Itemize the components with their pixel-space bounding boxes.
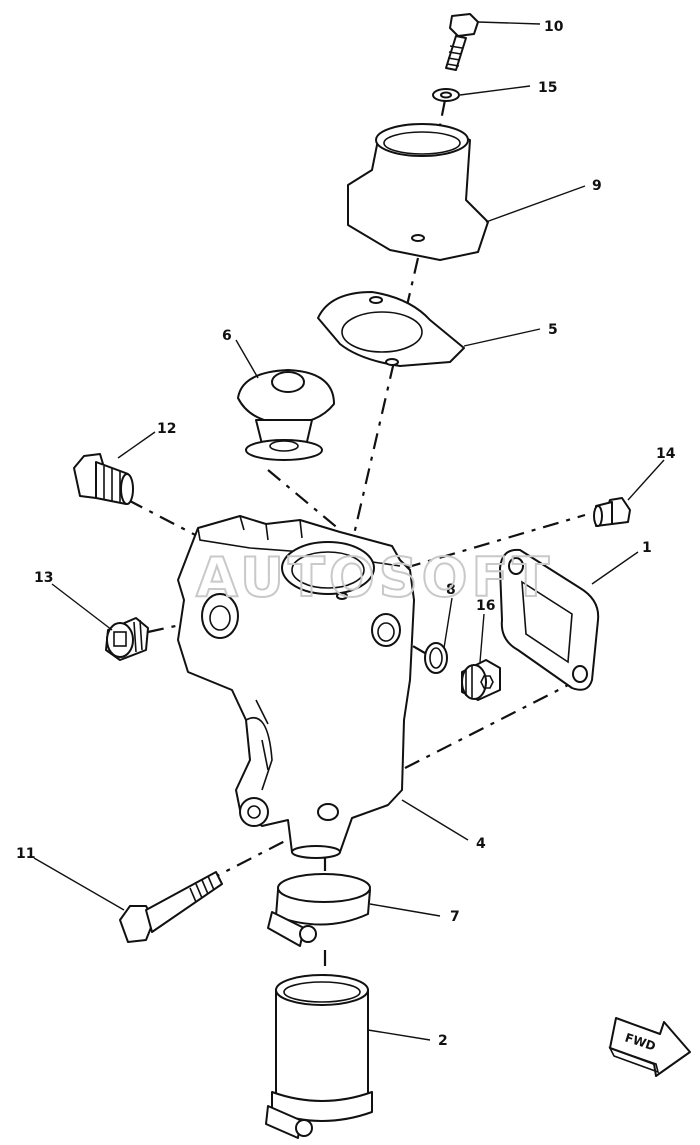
watermark-text: AUTOSOFT bbox=[196, 546, 553, 609]
callout-label: 15 bbox=[538, 80, 557, 96]
housing-part-4 bbox=[177, 515, 415, 859]
hose-clamp-part-7 bbox=[267, 873, 371, 947]
callout-label: 1 bbox=[642, 540, 652, 556]
callout-label: 13 bbox=[34, 570, 53, 586]
plug-part-14 bbox=[593, 497, 631, 527]
callout-label: 5 bbox=[548, 322, 558, 338]
callout-label: 7 bbox=[450, 909, 460, 925]
thermostat-part-6 bbox=[237, 369, 335, 461]
callout-label: 11 bbox=[16, 846, 35, 862]
callout-label: 12 bbox=[157, 421, 176, 437]
bolt-part-11 bbox=[119, 871, 223, 943]
callout-label: 16 bbox=[476, 598, 495, 614]
callout-label: 6 bbox=[222, 328, 232, 344]
washer-part-15 bbox=[432, 88, 460, 102]
callout-label: 14 bbox=[656, 446, 676, 462]
callout-label: 4 bbox=[476, 836, 486, 852]
plug-part-16 bbox=[461, 659, 501, 701]
callout-label: 9 bbox=[592, 178, 602, 194]
callout-label: 2 bbox=[438, 1033, 448, 1049]
gasket-part-1 bbox=[499, 548, 600, 691]
outlet-elbow-part-9 bbox=[347, 123, 489, 261]
callout-label: 8 bbox=[446, 582, 456, 598]
plug-part-13 bbox=[105, 617, 149, 661]
plug-part-12 bbox=[73, 453, 134, 505]
hose-part-2 bbox=[265, 974, 373, 1139]
leader-lines bbox=[33, 21, 665, 1041]
bolt-part-10 bbox=[445, 13, 479, 71]
callout-labels: 10 15 9 5 6 12 14 1 13 8 16 4 11 7 2 bbox=[16, 19, 676, 1049]
callout-label: 10 bbox=[544, 19, 564, 35]
forward-direction-badge: FWD bbox=[608, 1017, 691, 1077]
o-ring-part-8 bbox=[424, 642, 448, 674]
gasket-part-5 bbox=[317, 291, 465, 367]
